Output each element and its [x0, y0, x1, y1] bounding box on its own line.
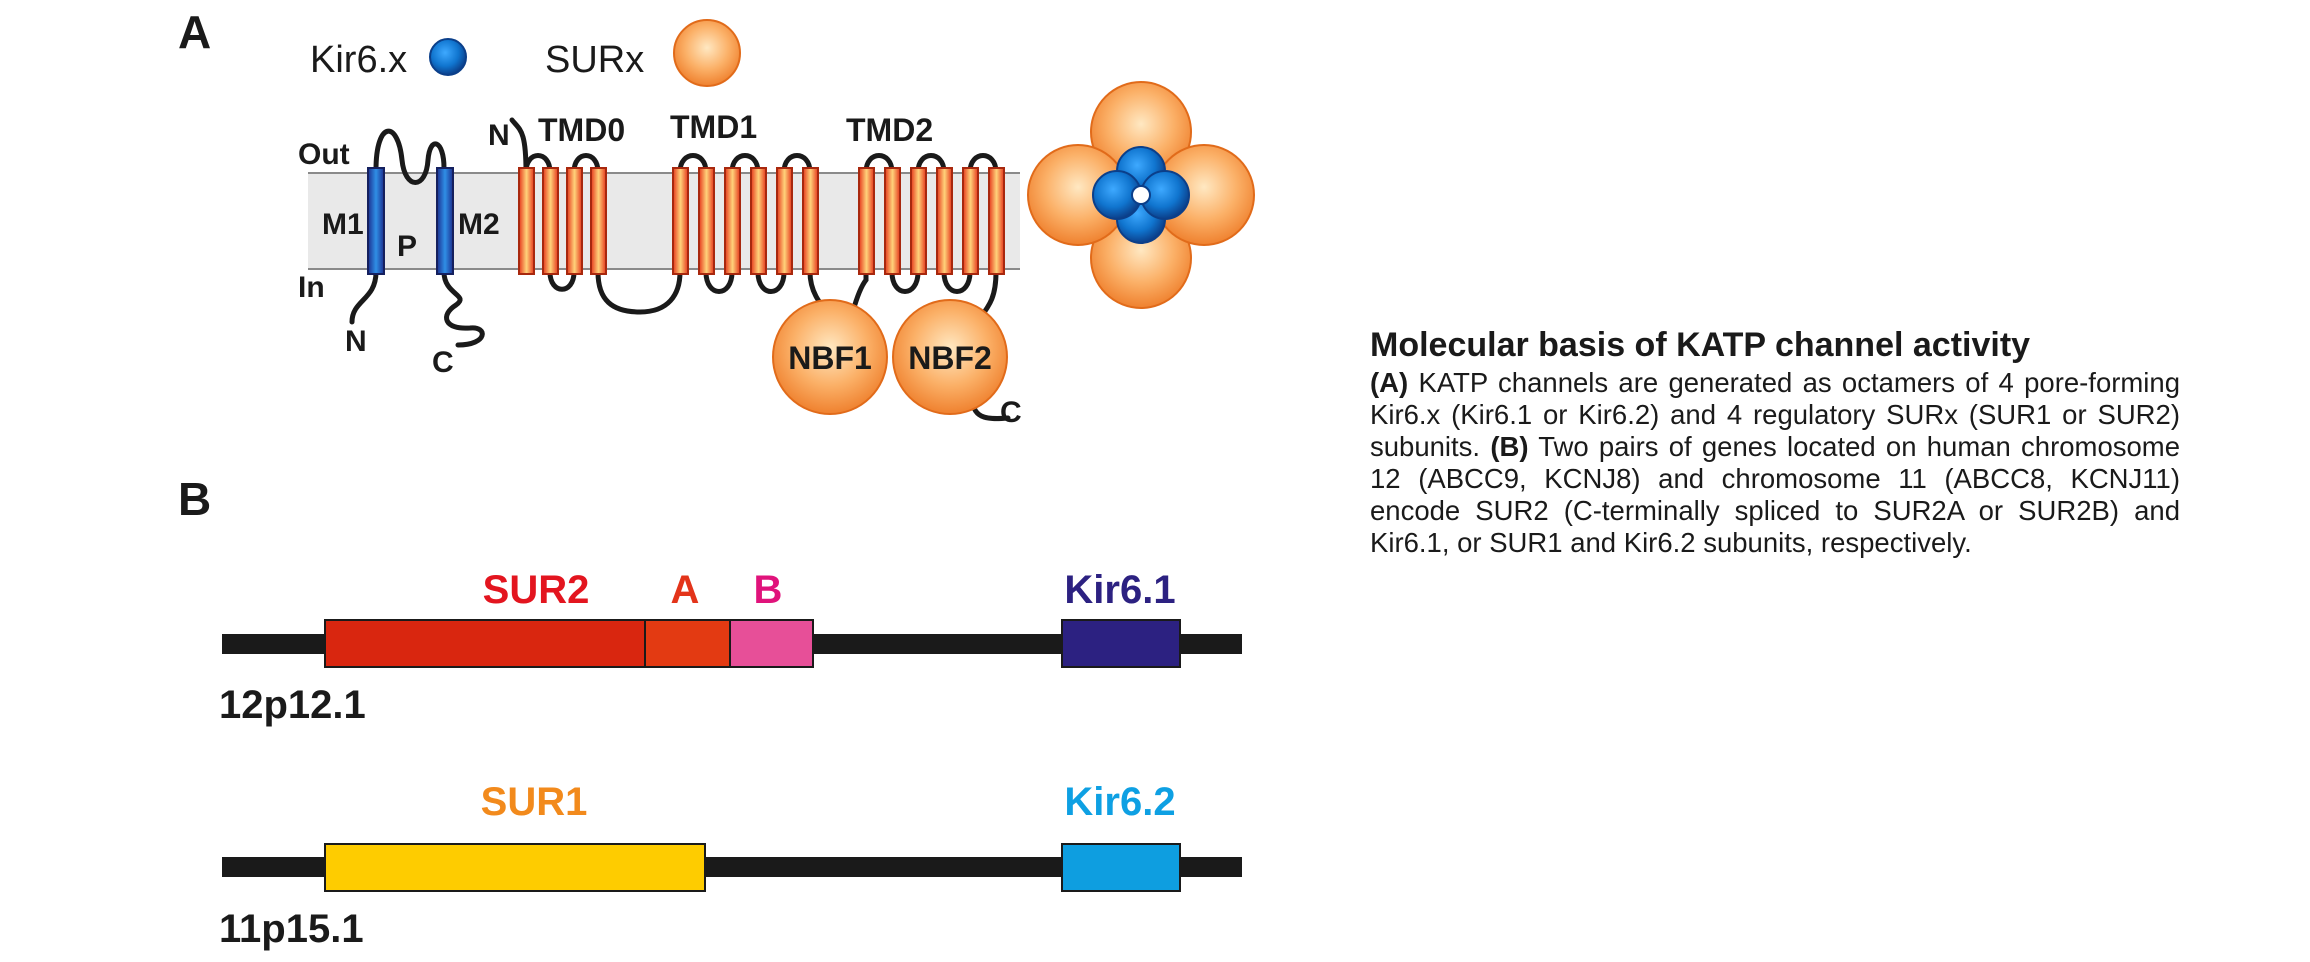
- sur-tmd1-label: TMD1: [670, 109, 757, 145]
- exon-a-label: A: [671, 568, 700, 612]
- exon-b: [729, 619, 814, 668]
- kir-c-label: C: [432, 346, 454, 379]
- legend-kir-circle: [429, 38, 467, 76]
- legend-sur-label: SURx: [545, 39, 644, 81]
- caption-title: Molecular basis of KATP channel activity: [1370, 326, 2031, 364]
- kir-helix-m1: [367, 167, 385, 275]
- kir-m1-label: M1: [322, 208, 364, 241]
- sur-nbf1-domain: [772, 299, 888, 415]
- gene-kir61-label: Kir6.1: [1064, 568, 1175, 612]
- exon-a: [644, 619, 731, 668]
- sur-tmd0-label: TMD0: [538, 112, 625, 148]
- sur-nbf2-domain: [892, 299, 1008, 415]
- caption-b-text: Two pairs of genes located on human chro…: [1370, 431, 2180, 558]
- kir-p-label: P: [397, 230, 417, 263]
- gene-kir61: [1061, 619, 1181, 668]
- katp-octamer: [1027, 81, 1255, 309]
- gene-sur1: [324, 843, 706, 892]
- exon-b-label: B: [754, 568, 783, 612]
- kir-n-label: N: [345, 325, 367, 358]
- legend-sur-circle: [673, 19, 741, 87]
- panel-b-label: B: [178, 473, 211, 525]
- locus-11p15: 11p15.1: [219, 907, 364, 951]
- sur-n-label: N: [488, 119, 510, 152]
- gene-kir62-label: Kir6.2: [1064, 780, 1175, 824]
- kir-n-tail: [349, 269, 379, 325]
- figure-caption: Molecular basis of KATP channel activity…: [1370, 325, 2180, 559]
- membrane-out-label: Out: [298, 138, 350, 171]
- kir-topology: [349, 128, 485, 348]
- gene-sur2: [324, 619, 646, 668]
- sur-nbf1-label: NBF1: [788, 340, 872, 376]
- chromosome-12: [222, 619, 1242, 668]
- membrane-in-label: In: [298, 271, 325, 304]
- legend-kir-label: Kir6.x: [310, 39, 407, 81]
- sur-helices: [518, 167, 1005, 275]
- kir-m2-label: M2: [458, 208, 500, 241]
- gene-sur2-label: SUR2: [483, 568, 590, 612]
- kir-c-tail: [441, 269, 485, 348]
- locus-12p12: 12p12.1: [219, 683, 366, 727]
- caption-a-tag: (A): [1370, 367, 1409, 398]
- sur-nbf2-label: NBF2: [908, 340, 992, 376]
- caption-body: (A) KATP channels are generated as octam…: [1370, 367, 2180, 559]
- caption-a-text: KATP channels are generated as octamers …: [1370, 367, 2181, 462]
- caption-b-tag: (B): [1490, 431, 1529, 462]
- gene-sur1-label: SUR1: [481, 780, 588, 824]
- sur-c-label: C: [1000, 396, 1022, 429]
- sur-tmd2-label: TMD2: [846, 112, 933, 148]
- gene-kir62: [1061, 843, 1181, 892]
- kir-extracellular-loop: [373, 128, 447, 185]
- panel-a-label: A: [178, 6, 211, 58]
- kir-helix-m2: [436, 167, 454, 275]
- chromosome-11: [222, 843, 1242, 892]
